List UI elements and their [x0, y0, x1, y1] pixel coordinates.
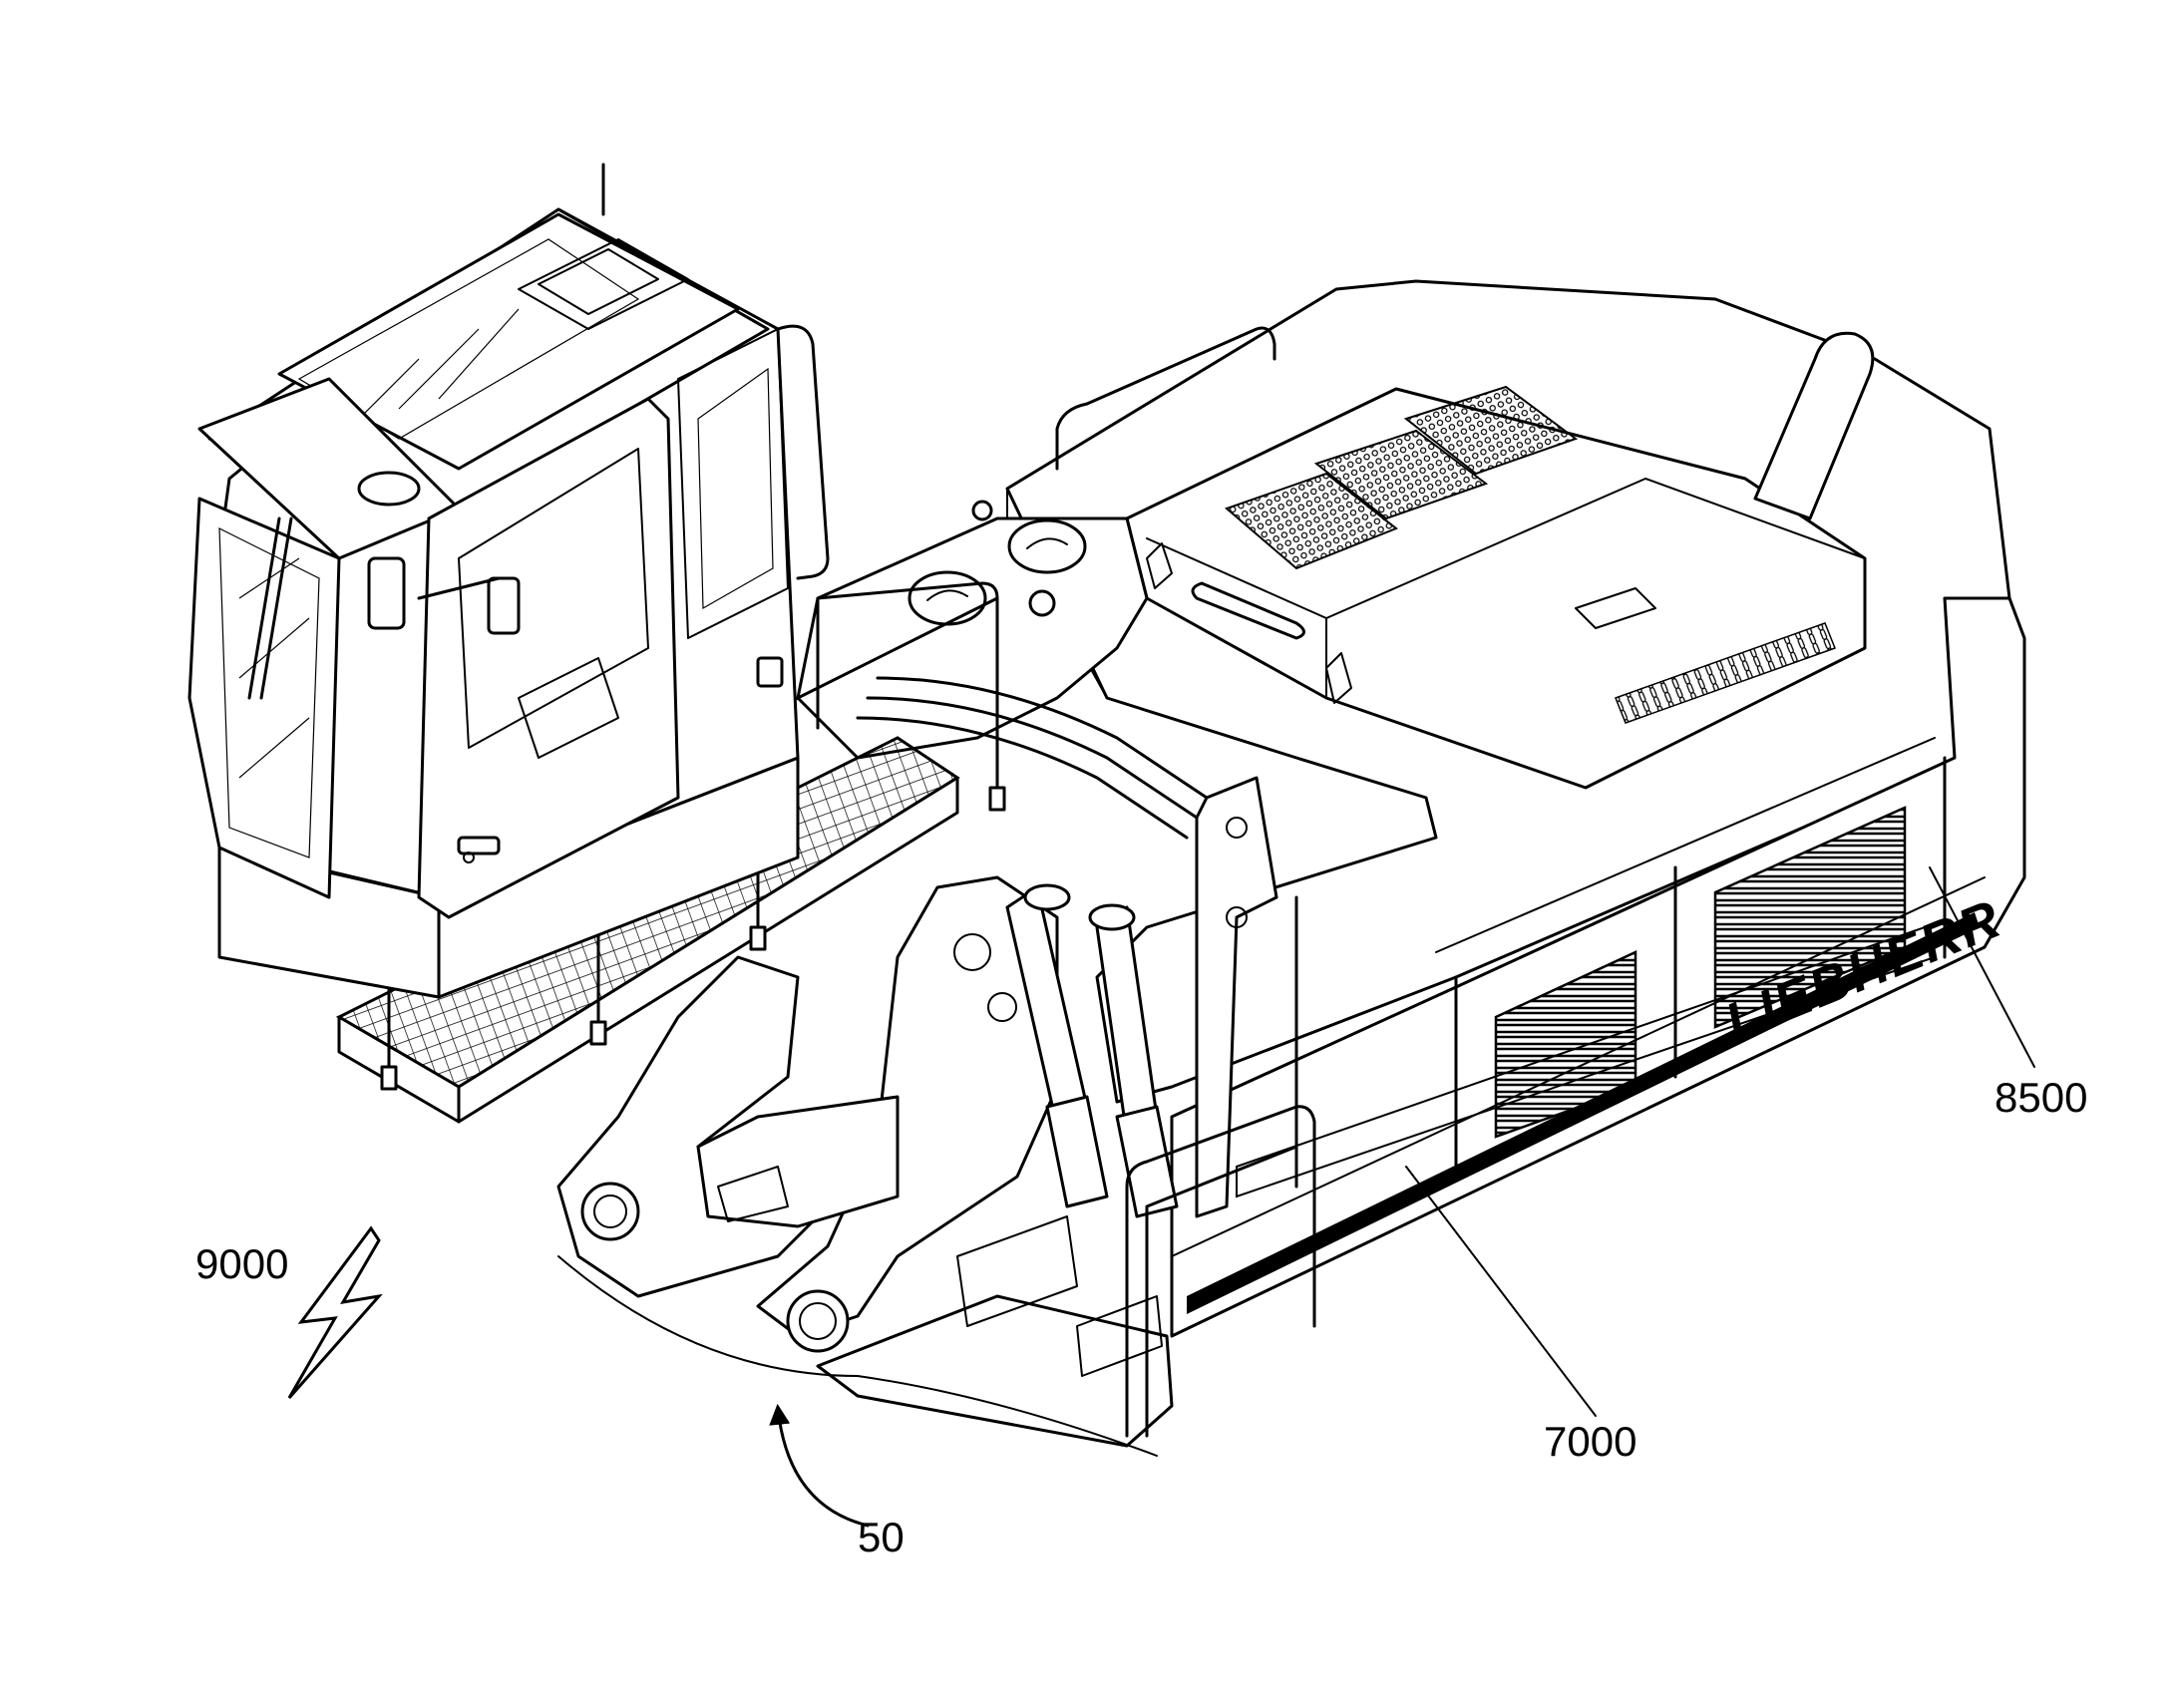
- ref-label-7000: 7000: [1544, 1418, 1636, 1465]
- arrow-50-leader: [769, 1403, 870, 1528]
- tank-cap-left: [908, 570, 987, 626]
- tank-cap-right: [1007, 518, 1087, 574]
- ref-label-50: 50: [858, 1514, 905, 1560]
- leader-7000: [1405, 1166, 1597, 1417]
- ref-label-8500: 8500: [1995, 1074, 2087, 1121]
- reference-labels: 9000 50 7000 8500: [195, 866, 2087, 1560]
- tank-deck: [796, 500, 1209, 840]
- lightning-icon: [287, 1225, 383, 1399]
- boom-mount: [556, 776, 1316, 1457]
- leader-8500: [1929, 866, 2035, 1068]
- ref-label-9000: 9000: [195, 1240, 288, 1287]
- operator-cab: [187, 163, 830, 999]
